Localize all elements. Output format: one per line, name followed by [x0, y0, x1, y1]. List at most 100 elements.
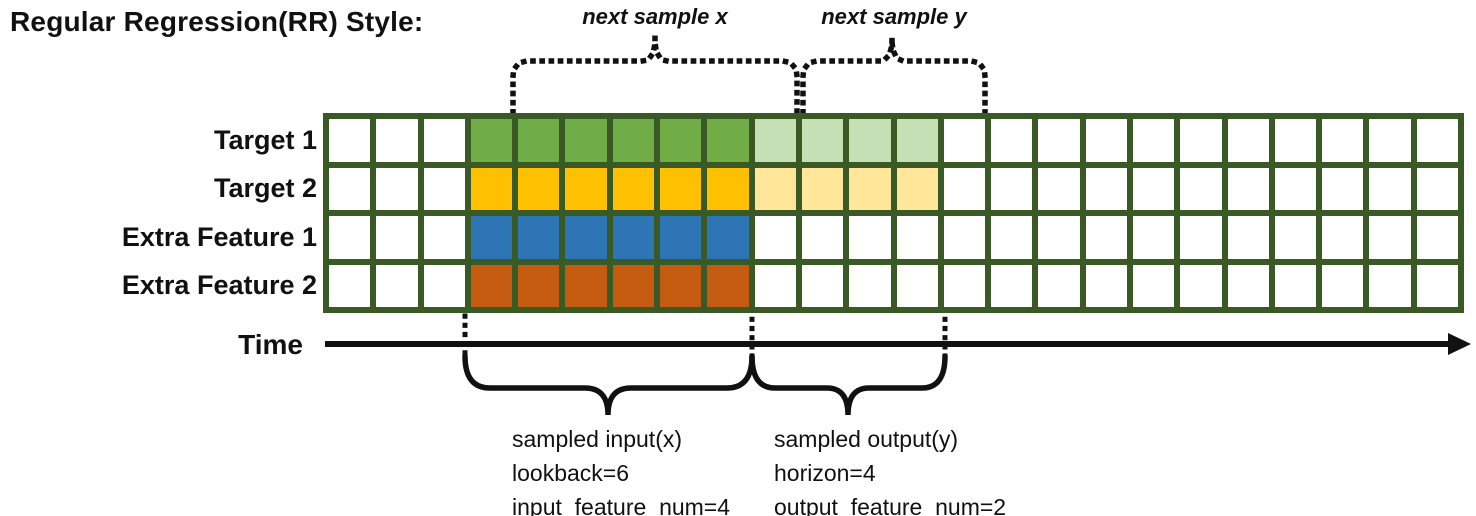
- grid-cell: [1132, 264, 1175, 307]
- time-axis-label: Time: [238, 329, 303, 360]
- grid-cell: [707, 216, 749, 259]
- grid-cell: [1416, 119, 1458, 162]
- grid-cell: [1227, 264, 1269, 307]
- grid-cell: [612, 264, 655, 307]
- grid-cell: [1369, 119, 1411, 162]
- grid-cell: [1227, 216, 1269, 259]
- sampled-output-horizon: horizon=4: [774, 460, 876, 486]
- grid-cell: [1132, 216, 1175, 259]
- timeseries-grid: [323, 113, 1464, 313]
- grid-cell: [991, 216, 1033, 259]
- grid-cell: [329, 119, 371, 162]
- grid-cell: [849, 216, 891, 259]
- grid-cell: [943, 216, 986, 259]
- grid-cell: [707, 119, 749, 162]
- grid-cell: [329, 264, 371, 307]
- grid-cell: [1322, 264, 1364, 307]
- grid-cell: [849, 119, 891, 162]
- grid-cell: [1180, 167, 1222, 210]
- next-sample-x-brace: [510, 37, 800, 115]
- grid-cell: [801, 119, 844, 162]
- grid-cell: [1369, 216, 1411, 259]
- grid-cell: [423, 167, 465, 210]
- grid-cell: [896, 216, 938, 259]
- next-sample-x-label: next sample x: [582, 4, 728, 29]
- sampled-input-title: sampled input(x): [512, 426, 683, 452]
- grid-cell: [470, 167, 513, 210]
- grid-cell: [1085, 216, 1127, 259]
- grid-cell: [991, 119, 1033, 162]
- grid-cell: [612, 216, 655, 259]
- sampled-output-title: sampled output(y): [774, 426, 959, 452]
- grid-cell: [1322, 119, 1364, 162]
- grid-cell: [1369, 264, 1411, 307]
- grid-cell: [1085, 119, 1127, 162]
- grid-cell: [1038, 167, 1080, 210]
- grid-cell: [707, 264, 749, 307]
- grid-cell: [754, 167, 796, 210]
- row-label-target-2: Target 2: [213, 173, 317, 203]
- grid-cell: [612, 119, 655, 162]
- grid-cell: [943, 264, 986, 307]
- grid-cell: [1227, 119, 1269, 162]
- grid-cell: [329, 167, 371, 210]
- grid-cell: [376, 167, 418, 210]
- sampled-output-brace: [749, 353, 948, 416]
- grid-cell: [1322, 167, 1364, 210]
- grid-cell: [376, 216, 418, 259]
- grid-cell: [754, 264, 796, 307]
- grid-cell: [896, 119, 938, 162]
- grid-cell: [660, 216, 702, 259]
- grid-cell: [660, 167, 702, 210]
- sampled-input-brace: [462, 353, 755, 416]
- grid-cell: [1322, 216, 1364, 259]
- grid-cell: [943, 119, 986, 162]
- grid-cell: [1180, 264, 1222, 307]
- grid-cell: [1274, 216, 1317, 259]
- grid-cell: [376, 119, 418, 162]
- grid-cell: [849, 167, 891, 210]
- grid-cell: [1416, 264, 1458, 307]
- grid-cell: [1085, 264, 1127, 307]
- grid-cell: [754, 216, 796, 259]
- sampled-input-note: sampled input(x) lookback=6 input_featur…: [512, 422, 730, 516]
- grid-cell: [1180, 119, 1222, 162]
- grid-cell: [1416, 167, 1458, 210]
- grid-cell: [660, 119, 702, 162]
- grid-cell: [896, 167, 938, 210]
- grid-cell: [612, 167, 655, 210]
- diagram-title: Regular Regression(RR) Style:: [10, 6, 424, 37]
- grid-cell: [1180, 216, 1222, 259]
- grid-cell: [1038, 216, 1080, 259]
- grid-cell: [1038, 119, 1080, 162]
- grid-cell: [470, 264, 513, 307]
- grid-cell: [943, 167, 986, 210]
- grid-cell: [801, 167, 844, 210]
- grid-cell: [470, 216, 513, 259]
- grid-cell: [991, 167, 1033, 210]
- grid-cell: [329, 216, 371, 259]
- grid-cell: [1227, 167, 1269, 210]
- next-sample-y-label: next sample y: [821, 4, 967, 29]
- grid-cell: [565, 167, 607, 210]
- grid-cell: [896, 264, 938, 307]
- row-label-extra-feature-2: Extra Feature 2: [121, 270, 317, 300]
- grid-cell: [1132, 167, 1175, 210]
- grid-cell: [1274, 119, 1317, 162]
- grid-cell: [518, 119, 560, 162]
- row-label-extra-feature-1: Extra Feature 1: [121, 222, 317, 252]
- time-axis-arrowhead: [1448, 333, 1471, 355]
- sampled-input-lookback: lookback=6: [512, 460, 629, 486]
- grid-cell: [754, 119, 796, 162]
- grid-cell: [518, 216, 560, 259]
- grid-cell: [707, 167, 749, 210]
- grid-cell: [423, 119, 465, 162]
- grid-cell: [565, 119, 607, 162]
- sampled-output-note: sampled output(y) horizon=4 output_featu…: [774, 422, 1006, 516]
- grid-cell: [991, 264, 1033, 307]
- grid-cell: [518, 167, 560, 210]
- grid-cell: [1274, 264, 1317, 307]
- grid-cell: [660, 264, 702, 307]
- grid-cell: [565, 264, 607, 307]
